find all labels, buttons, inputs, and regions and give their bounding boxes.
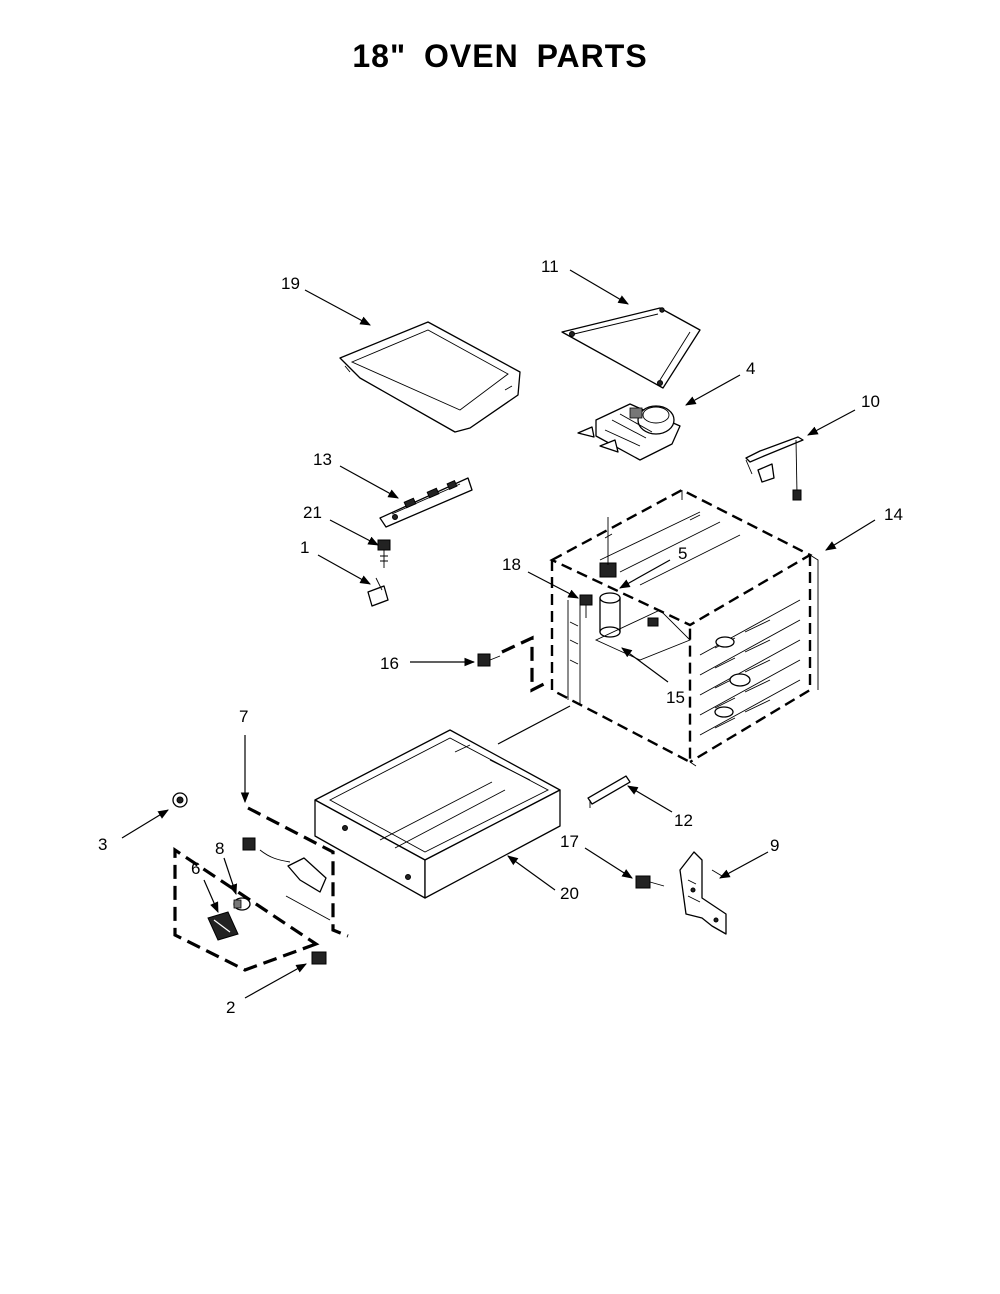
part-11-plate xyxy=(561,307,701,389)
part-6-lens xyxy=(207,911,239,941)
callout-21: 21 xyxy=(303,503,322,522)
callout-15: 15 xyxy=(666,688,685,707)
callout-17: 17 xyxy=(560,832,579,851)
part-1-clip xyxy=(367,577,389,607)
callout-11: 11 xyxy=(541,257,559,276)
part-14-oven-cavity xyxy=(549,488,819,767)
callout-19: 19 xyxy=(281,274,300,293)
callout-9: 9 xyxy=(770,836,779,855)
callout-8: 8 xyxy=(215,839,224,858)
callout-7: 7 xyxy=(239,707,248,726)
part-4-fan-motor xyxy=(577,403,681,461)
callout-12: 12 xyxy=(674,811,693,830)
callout-18: 18 xyxy=(502,555,521,574)
part-3-nut xyxy=(172,792,188,808)
part-5-element-tube xyxy=(599,517,621,638)
part-17-bolt xyxy=(635,875,665,889)
callout-14: 14 xyxy=(884,505,903,524)
callout-20: 20 xyxy=(560,884,579,903)
callout-10: 10 xyxy=(861,392,880,411)
part-18-bolt xyxy=(579,594,593,618)
callout-3: 3 xyxy=(98,835,107,854)
part-16-dashed-guide xyxy=(501,635,549,693)
callout-4: 4 xyxy=(746,359,755,378)
part-10-sensor xyxy=(745,436,804,501)
part-2-screw xyxy=(311,951,327,965)
part-7-light-assembly-outline xyxy=(173,806,349,972)
part-20-pan xyxy=(314,729,561,899)
part-20-connector-line xyxy=(497,705,571,745)
part-19-top-panel xyxy=(339,321,521,433)
callout-1: 1 xyxy=(300,538,309,557)
part-7-light-housing xyxy=(242,837,331,921)
page-title: 18" OVEN PARTS xyxy=(352,38,648,74)
part-8-bulb xyxy=(233,897,251,911)
part-12-bracket xyxy=(587,775,631,808)
part-16-screw xyxy=(477,653,501,667)
callout-13: 13 xyxy=(313,450,332,469)
callout-5: 5 xyxy=(678,544,687,563)
callout-16: 16 xyxy=(380,654,399,673)
part-9-bracket xyxy=(679,851,727,935)
callout-2: 2 xyxy=(226,998,235,1017)
part-13-control-board xyxy=(379,477,473,528)
callout-numbers: 19 11 4 10 13 21 1 14 5 18 16 15 7 3 8 6… xyxy=(98,257,903,1017)
leader-lines xyxy=(121,269,876,999)
callout-6: 6 xyxy=(191,859,200,878)
part-21-screw xyxy=(377,539,391,568)
